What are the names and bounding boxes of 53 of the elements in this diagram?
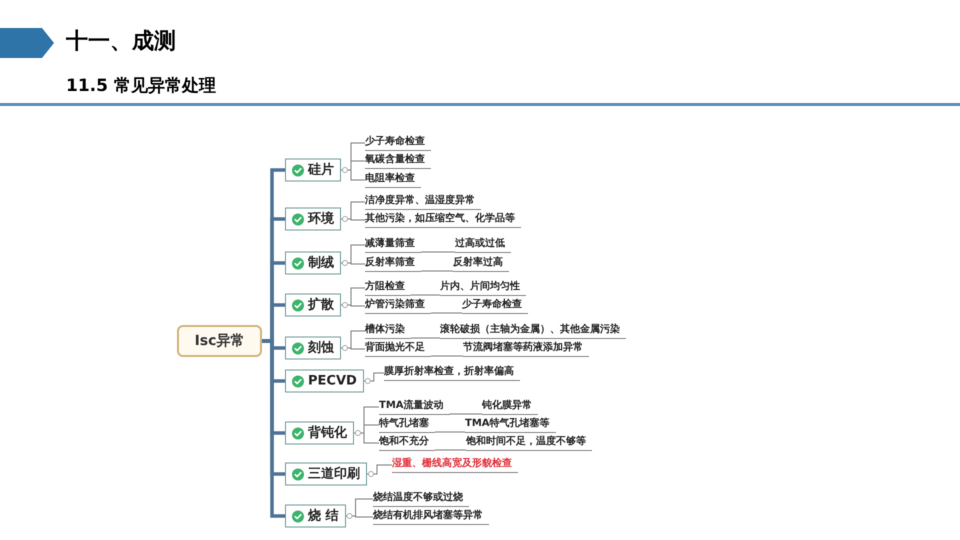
- topic-text: 饱和时间不足，温度不够等: [466, 435, 592, 451]
- category-label: 扩散: [308, 296, 334, 314]
- topic-text: 烧结有机排风堵塞等异常: [373, 509, 489, 525]
- topic-text: 钝化膜异常: [482, 399, 538, 415]
- connector-line: [410, 294, 440, 296]
- connector-line: [420, 270, 454, 272]
- category-label: 硅片: [308, 161, 334, 180]
- topic-text: TMA特气孔堵塞等: [465, 417, 556, 433]
- connector-line: [363, 372, 384, 382]
- topic-text: 膜厚折射率检查，折射率偏高: [384, 365, 520, 381]
- root-topic: Isc异常: [177, 325, 262, 357]
- topic-text: 电阻率检查: [365, 172, 421, 188]
- topic-text: 特气孔堵塞: [379, 417, 435, 433]
- topic-text: 少子寿命检查: [462, 298, 528, 314]
- topic-text: 背面抛光不足: [365, 341, 431, 357]
- category-box: [285, 422, 354, 444]
- topic-text: 烧结温度不够或过烧: [373, 491, 469, 507]
- category-label: 烧 结: [308, 507, 339, 526]
- topic-text: 过高或过低: [455, 237, 511, 253]
- topic-text: 饱和不充分: [379, 435, 435, 451]
- topic-text: 湿重、栅线高宽及形貌检查: [392, 457, 518, 473]
- category-box: [285, 504, 346, 528]
- topic-text: 节流阀堵塞等药液添加异常: [463, 341, 589, 357]
- topic-text: 方阻检查: [365, 280, 411, 296]
- section-heading: 11.5 常见异常处理: [66, 75, 216, 98]
- connector-line: [366, 464, 392, 474]
- category-box: [285, 336, 341, 360]
- topic-text: 洁净度异常、温湿度异常: [365, 194, 481, 210]
- category-box: [285, 294, 341, 316]
- category-box: [285, 370, 364, 392]
- category-box: [285, 208, 341, 230]
- category-box: [285, 252, 341, 274]
- category-box: [285, 462, 367, 486]
- slide-title: 十一、成测: [66, 28, 176, 56]
- topic-text: 槽体污染: [365, 323, 411, 339]
- category-label: 制绒: [308, 254, 334, 272]
- topic-text: TMA流量波动: [379, 399, 450, 415]
- category-label: 刻蚀: [308, 339, 334, 358]
- category-label: 环境: [308, 210, 334, 228]
- topic-text: 其他污染，如压缩空气、化学品等: [365, 212, 521, 228]
- topic-text: 反射率筛查: [365, 256, 421, 272]
- category-box: [285, 158, 341, 182]
- category-label: PECVD: [308, 372, 357, 390]
- topic-text: 片内、片间均匀性: [440, 280, 526, 296]
- topic-text: 滚轮破损（主轴为金属）、其他金属污染: [440, 323, 626, 339]
- topic-text: 减薄量筛查: [365, 237, 421, 253]
- category-label: 背钝化: [308, 424, 347, 442]
- category-label: 三道印刷: [308, 465, 360, 484]
- topic-text: 少子寿命检查: [365, 135, 431, 151]
- connector-line: [430, 312, 462, 314]
- topic-text: 反射率过高: [453, 256, 509, 272]
- topic-text: 氧碳含量检查: [365, 153, 431, 169]
- topic-text: 炉管污染筛查: [365, 298, 431, 314]
